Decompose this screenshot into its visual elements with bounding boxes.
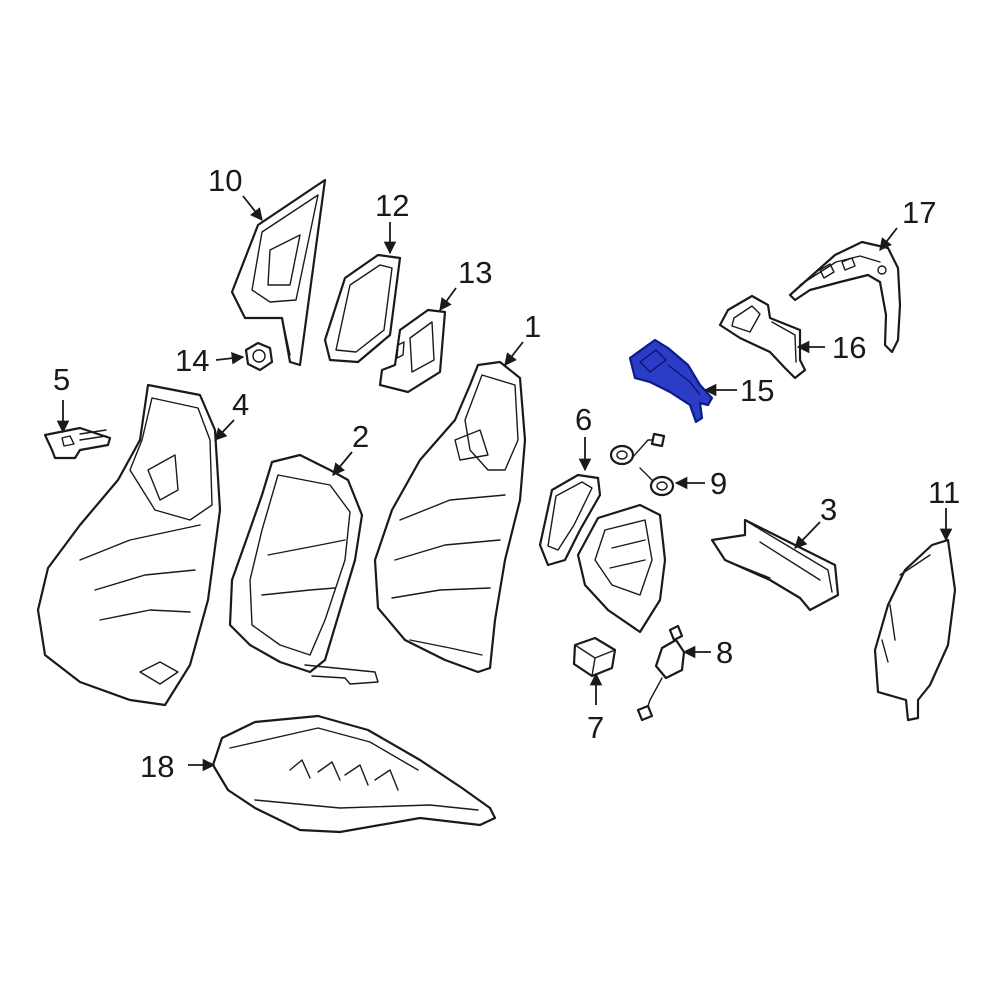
callout-label-9[interactable]: 9 — [710, 466, 727, 501]
part-11-side-shield[interactable] — [873, 538, 957, 722]
callout-label-4[interactable]: 4 — [232, 387, 249, 422]
part-10-side-panel[interactable] — [230, 178, 327, 367]
callout-label-10[interactable]: 10 — [208, 163, 242, 198]
callout-label-8[interactable]: 8 — [716, 635, 733, 670]
leader-17 — [879, 227, 898, 251]
callout-label-12[interactable]: 12 — [375, 188, 409, 223]
part-12-cover-panel[interactable] — [323, 253, 402, 364]
leader-4 — [214, 419, 235, 441]
callout-label-1[interactable]: 1 — [524, 309, 541, 344]
part-15-bracket-highlighted[interactable] — [628, 338, 714, 424]
part-1-seat-back-assembly[interactable] — [373, 360, 527, 674]
callout-label-13[interactable]: 13 — [458, 255, 492, 290]
part-13-bracket-plate[interactable] — [378, 308, 447, 394]
part-16-bracket[interactable] — [718, 294, 807, 380]
callout-label-17[interactable]: 17 — [902, 195, 936, 230]
leader-10 — [242, 195, 263, 221]
part-6-mechanism[interactable] — [576, 503, 667, 634]
part-17-upper-trim[interactable] — [788, 240, 902, 354]
part-9-knobs[interactable] — [609, 432, 675, 497]
callout-label-16[interactable]: 16 — [832, 330, 866, 365]
leader-13 — [439, 287, 457, 312]
part-4-seat-back-cover[interactable] — [36, 383, 222, 707]
part-6-armrest-support[interactable] — [538, 473, 602, 567]
part-3-lower-trim[interactable] — [710, 518, 840, 612]
callout-label-15[interactable]: 15 — [740, 373, 774, 408]
part-14-nut[interactable] — [244, 341, 274, 372]
callout-label-11[interactable]: 11 — [928, 475, 960, 510]
part-5-clip[interactable] — [43, 426, 112, 460]
callout-label-14[interactable]: 14 — [175, 343, 209, 378]
callout-lines — [56, 195, 953, 772]
part-7-control-module[interactable] — [572, 636, 617, 678]
callout-label-7[interactable]: 7 — [587, 710, 604, 745]
part-18-seat-cushion[interactable] — [211, 714, 497, 834]
callout-label-6[interactable]: 6 — [575, 402, 592, 437]
leader-3 — [794, 521, 821, 549]
leader-2 — [332, 451, 353, 476]
part-2-seat-back-frame[interactable] — [228, 453, 379, 685]
callout-labels: 10 12 13 14 5 4 2 1 6 9 7 8 3 11 15 16 1… — [53, 163, 960, 784]
leader-1 — [504, 341, 524, 366]
callout-label-3[interactable]: 3 — [820, 492, 837, 527]
leader-14 — [215, 351, 245, 365]
callout-label-18[interactable]: 18 — [140, 749, 174, 784]
callout-label-2[interactable]: 2 — [352, 419, 369, 454]
callout-label-5[interactable]: 5 — [53, 362, 70, 397]
part-8-actuator[interactable] — [636, 624, 686, 722]
